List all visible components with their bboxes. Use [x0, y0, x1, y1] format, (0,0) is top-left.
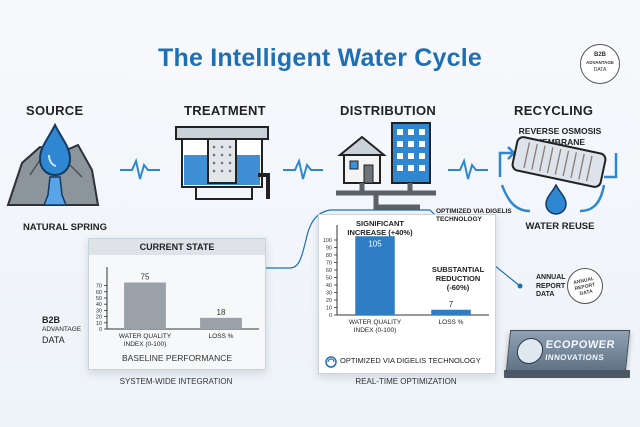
y-tick-label: 40: [326, 283, 332, 289]
ro-membrane-icon: [511, 136, 607, 188]
y-tick-label: 100: [323, 238, 332, 244]
y-tick-label: 0: [329, 313, 332, 319]
bar-value-label-1: 18: [217, 308, 226, 317]
y-tick-label: 90: [326, 246, 332, 252]
reuse-drop-icon: [545, 183, 567, 215]
ecopower-base: [504, 370, 630, 378]
bar-0: [124, 282, 166, 329]
b2b-advantage-badge: B2B ADVANTAGE DATA: [580, 44, 620, 84]
y-tick-label: 60: [326, 268, 332, 274]
y-tick-label: 80: [326, 253, 332, 259]
y-tick-label: 30: [96, 308, 102, 314]
pulse-connector-3: [448, 157, 488, 180]
y-tick-label: 50: [326, 276, 332, 282]
pulse-connector-1: [120, 157, 160, 180]
stage-label-treatment: TREATMENT: [184, 103, 266, 118]
current-state-header: CURRENT STATE: [89, 239, 265, 255]
category-label-0: WATER QUALITY: [119, 333, 172, 340]
current-state-footer: SYSTEM-WIDE INTEGRATION: [119, 377, 233, 386]
bar-value-label-1: 7: [449, 300, 454, 309]
bar-0: [355, 236, 395, 315]
category-label-0: WATER QUALITY: [349, 319, 402, 326]
water-cycle-illustration: [6, 122, 618, 215]
ecopower-plaque: ECOPOWER INNOVATIONS: [505, 330, 631, 372]
source-sublabel: NATURAL SPRING: [22, 222, 108, 233]
left-brand-block: B2B ADVANTAGE DATA: [42, 315, 88, 345]
optimized-footer: REAL-TIME OPTIMIZATION: [355, 377, 457, 386]
category-label-0-line2: INDEX (0-100): [354, 327, 397, 334]
page-title: The Intelligent Water Cycle: [158, 44, 482, 72]
bar-value-label-0: 105: [368, 239, 382, 248]
water-drop-icon: [38, 122, 72, 177]
left-brand-line3: DATA: [42, 335, 65, 345]
y-tick-label: 50: [96, 296, 102, 302]
stage-label-recycling: RECYCLING: [514, 103, 594, 118]
y-tick-label: 10: [326, 306, 332, 312]
left-brand-line1: B2B: [42, 315, 61, 325]
optimized-logo-row: OPTIMIZED VIA DIGELIS TECHNOLOGY: [323, 355, 493, 369]
ecopower-line1: ECOPOWER: [545, 339, 616, 351]
y-tick-label: 70: [96, 284, 102, 290]
pulse-connector-2: [283, 157, 323, 180]
category-label-1: LOSS %: [439, 319, 464, 326]
y-tick-label: 60: [96, 290, 102, 296]
optimized-logo-text: OPTIMIZED VIA DIGELIS TECHNOLOGY: [340, 356, 481, 365]
badge-bottom-text: DATA: [593, 67, 607, 73]
category-label-1: LOSS %: [209, 333, 234, 340]
annotation-increase: SIGNIFICANT INCREASE (+40%): [347, 219, 413, 237]
recycling-sublabel-top: REVERSE OSMOSIS MEMBRANE: [518, 126, 602, 147]
badge-middle-text: ADVANTAGE: [586, 60, 614, 65]
distribution-pipes-icon: [336, 183, 436, 210]
ecopower-logo-icon: [515, 338, 545, 364]
office-building-icon: [391, 122, 431, 184]
treatment-tank-icon: [175, 126, 270, 200]
optimized-note: OPTIMIZED VIA DIGELIS TECHNOLOGY: [436, 208, 512, 223]
left-brand-line2: ADVANTAGE: [42, 326, 82, 333]
ecopower-line2: INNOVATIONS: [544, 353, 605, 362]
stage-label-distribution: DISTRIBUTION: [340, 103, 437, 118]
y-tick-label: 70: [326, 261, 332, 267]
y-tick-label: 0: [99, 327, 102, 333]
annual-report-stamp-text: ANNUAL REPORT DATA: [572, 276, 596, 298]
y-tick-label: 10: [96, 321, 102, 327]
annotation-reduction: SUBSTANTIAL REDUCTION (-60%): [431, 265, 485, 292]
recycling-sublabel-bottom: WATER REUSE: [525, 221, 595, 232]
annual-report-label: ANNUAL REPORT DATA: [536, 274, 566, 298]
current-state-caption: BASELINE PERFORMANCE: [121, 353, 233, 363]
stage-label-source: SOURCE: [26, 103, 84, 118]
badge-top-text: B2B: [593, 52, 606, 58]
y-tick-label: 20: [96, 315, 102, 321]
bar-1: [431, 309, 471, 315]
bar-value-label-0: 75: [141, 273, 150, 282]
digelis-logo-icon: [325, 356, 337, 368]
y-tick-label: 20: [326, 298, 332, 304]
y-tick-label: 30: [326, 291, 332, 297]
bar-1: [200, 317, 242, 329]
annual-report-stamp: ANNUAL REPORT DATA: [567, 268, 603, 304]
category-label-0-line2: INDEX (0-100): [124, 341, 167, 348]
y-tick-label: 40: [96, 302, 102, 308]
spring-stream-icon: [42, 176, 68, 206]
